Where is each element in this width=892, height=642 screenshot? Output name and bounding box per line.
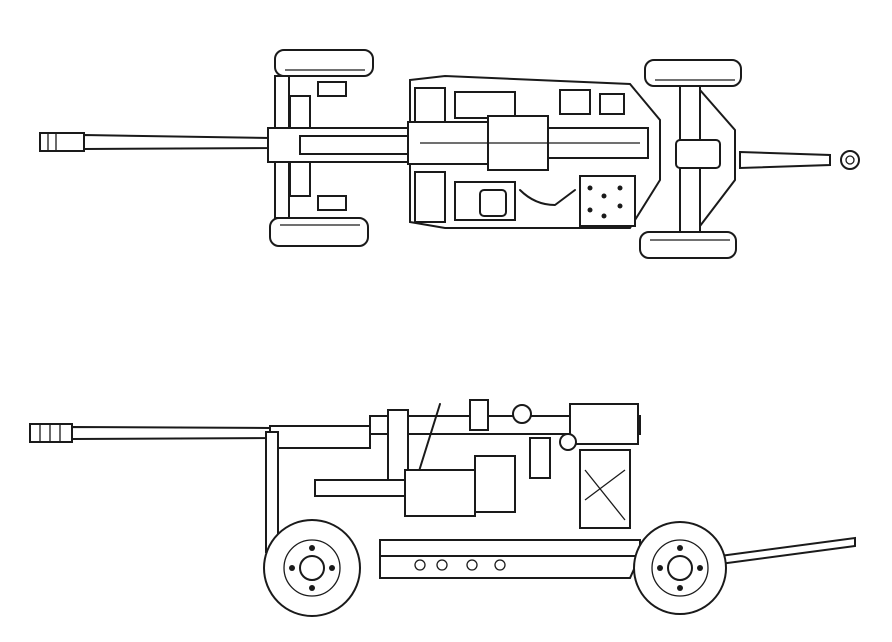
top-carriage-body — [409, 74, 661, 229]
side-barrel — [29, 423, 371, 449]
top-trail — [675, 139, 860, 170]
top-cradle — [267, 115, 649, 171]
side-left-wheel — [263, 519, 361, 617]
side-carriage — [265, 431, 856, 579]
top-barrel — [39, 132, 271, 152]
top-view — [39, 49, 860, 259]
side-right-wheel — [633, 521, 727, 615]
side-view — [29, 399, 856, 617]
side-mechanism — [314, 399, 641, 529]
